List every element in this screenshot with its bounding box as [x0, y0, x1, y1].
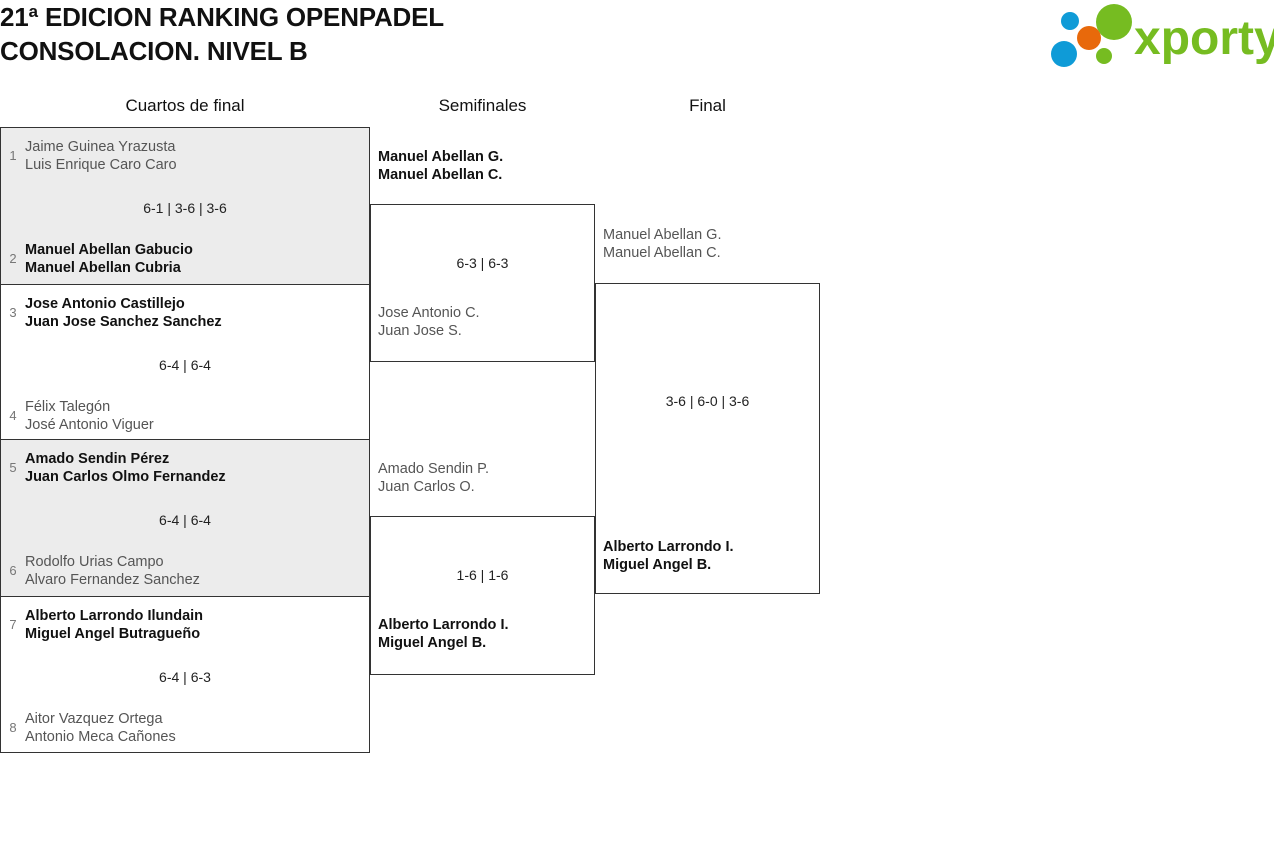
player-name: Manuel Abellan C.	[378, 167, 503, 183]
seed-number: 7	[9, 617, 17, 632]
player-name: José Antonio Viguer	[25, 417, 154, 433]
team-entry[interactable]: Jose Antonio C. Juan Jose S.	[370, 304, 595, 340]
match-score: 1-6 | 1-6	[456, 567, 509, 583]
match-semifinal-1[interactable]: 6-3 | 6-3	[370, 204, 595, 362]
player-name: Félix Talegón	[25, 399, 111, 415]
team-entry[interactable]: Manuel Abellan Gabucio Manuel Abellan Cu…	[1, 241, 369, 277]
player-name: Rodolfo Urias Campo	[25, 554, 164, 570]
player-name: Juan Jose Sanchez Sanchez	[25, 314, 222, 330]
player-name: Miguel Angel B.	[603, 557, 712, 573]
player-name: Amado Sendin P.	[378, 461, 489, 477]
match-score: 6-3 | 6-3	[456, 255, 509, 271]
seed-number: 4	[9, 408, 17, 423]
team-entry[interactable]: Jose Antonio Castillejo Juan Jose Sanche…	[1, 295, 369, 331]
player-name: Jose Antonio Castillejo	[25, 296, 185, 312]
team-entry[interactable]: Alberto Larrondo Ilundain Miguel Angel B…	[1, 607, 369, 643]
team-entry[interactable]: Aitor Vazquez Ortega Antonio Meca Cañone…	[1, 710, 369, 746]
team-entry[interactable]: Félix Talegón José Antonio Viguer	[1, 398, 369, 434]
team-entry[interactable]: Jaime Guinea Yrazusta Luis Enrique Caro …	[1, 138, 369, 174]
player-name: Juan Carlos O.	[378, 479, 475, 495]
page-title: 21ª EDICION RANKING OPENPADEL CONSOLACIO…	[0, 2, 444, 66]
seed-number: 8	[9, 720, 17, 735]
team-entry[interactable]: Manuel Abellan G. Manuel Abellan C.	[370, 148, 595, 184]
player-name: Alberto Larrondo I.	[378, 617, 509, 633]
match-quarterfinal-4[interactable]: 7 Alberto Larrondo Ilundain Miguel Angel…	[0, 596, 370, 753]
seed-number: 1	[9, 148, 17, 163]
match-score: 6-4 | 6-4	[159, 357, 211, 373]
player-name: Manuel Abellan Gabucio	[25, 242, 193, 258]
logo-dot-orange	[1077, 26, 1101, 50]
team-entry[interactable]: Manuel Abellan G. Manuel Abellan C.	[595, 226, 820, 262]
player-name: Luis Enrique Caro Caro	[25, 157, 177, 173]
match-score: 6-4 | 6-4	[159, 512, 211, 528]
player-name: Manuel Abellan C.	[603, 245, 721, 261]
logo-wordmark: xporty	[1134, 12, 1274, 65]
logo-dot-blue-large	[1051, 41, 1077, 67]
player-name: Alberto Larrondo Ilundain	[25, 608, 204, 624]
player-name: Jaime Guinea Yrazusta	[25, 139, 176, 155]
team-entry[interactable]: Rodolfo Urias Campo Alvaro Fernandez San…	[1, 553, 369, 589]
seed-number: 3	[9, 305, 17, 320]
player-name: Miguel Angel B.	[378, 635, 487, 651]
player-name: Juan Carlos Olmo Fernandez	[25, 469, 226, 485]
match-score: 3-6 | 6-0 | 3-6	[665, 393, 750, 409]
round-header-quarterfinals: Cuartos de final	[125, 96, 245, 115]
player-name: Alberto Larrondo I.	[603, 539, 734, 555]
xporty-logo-svg: xporty	[1051, 4, 1280, 67]
team-entry[interactable]: Amado Sendin P. Juan Carlos O.	[370, 460, 595, 496]
player-name: Antonio Meca Cañones	[25, 729, 176, 745]
player-name: Miguel Angel Butragueño	[25, 626, 201, 642]
player-name: Juan Jose S.	[378, 323, 462, 339]
team-entry[interactable]: Amado Sendin Pérez Juan Carlos Olmo Fern…	[1, 450, 369, 486]
logo-dot-blue-small	[1061, 12, 1079, 30]
match-score: 6-1 | 3-6 | 3-6	[143, 200, 227, 216]
match-quarterfinal-3[interactable]: 5 Amado Sendin Pérez Juan Carlos Olmo Fe…	[0, 439, 370, 597]
seed-number: 6	[9, 563, 17, 578]
logo-dot-green-large	[1096, 4, 1132, 40]
player-name: Manuel Abellan G.	[378, 149, 504, 165]
player-name: Manuel Abellan G.	[603, 227, 722, 243]
player-name: Manuel Abellan Cubria	[25, 260, 181, 276]
round-header-final: Final	[689, 96, 726, 115]
player-name: Alvaro Fernandez Sanchez	[25, 572, 200, 588]
team-entry[interactable]: Alberto Larrondo I. Miguel Angel B.	[370, 616, 595, 652]
team-entry[interactable]: Alberto Larrondo I. Miguel Angel B.	[595, 538, 820, 574]
xporty-logo: xporty	[1042, 4, 1280, 70]
player-name: Amado Sendin Pérez	[25, 451, 170, 467]
match-quarterfinal-2[interactable]: 3 Jose Antonio Castillejo Juan Jose Sanc…	[0, 284, 370, 442]
player-name: Aitor Vazquez Ortega	[25, 711, 163, 727]
seed-number: 2	[9, 251, 17, 266]
player-name: Jose Antonio C.	[378, 305, 480, 321]
match-score: 6-4 | 6-3	[159, 669, 211, 685]
match-semifinal-2[interactable]: 1-6 | 1-6	[370, 516, 595, 675]
match-quarterfinal-1[interactable]: 1 Jaime Guinea Yrazusta Luis Enrique Car…	[0, 127, 370, 285]
match-final[interactable]: 3-6 | 6-0 | 3-6	[595, 283, 820, 594]
seed-number: 5	[9, 460, 17, 475]
round-header-semifinals: Semifinales	[438, 96, 527, 115]
logo-dot-green-small	[1096, 48, 1112, 64]
